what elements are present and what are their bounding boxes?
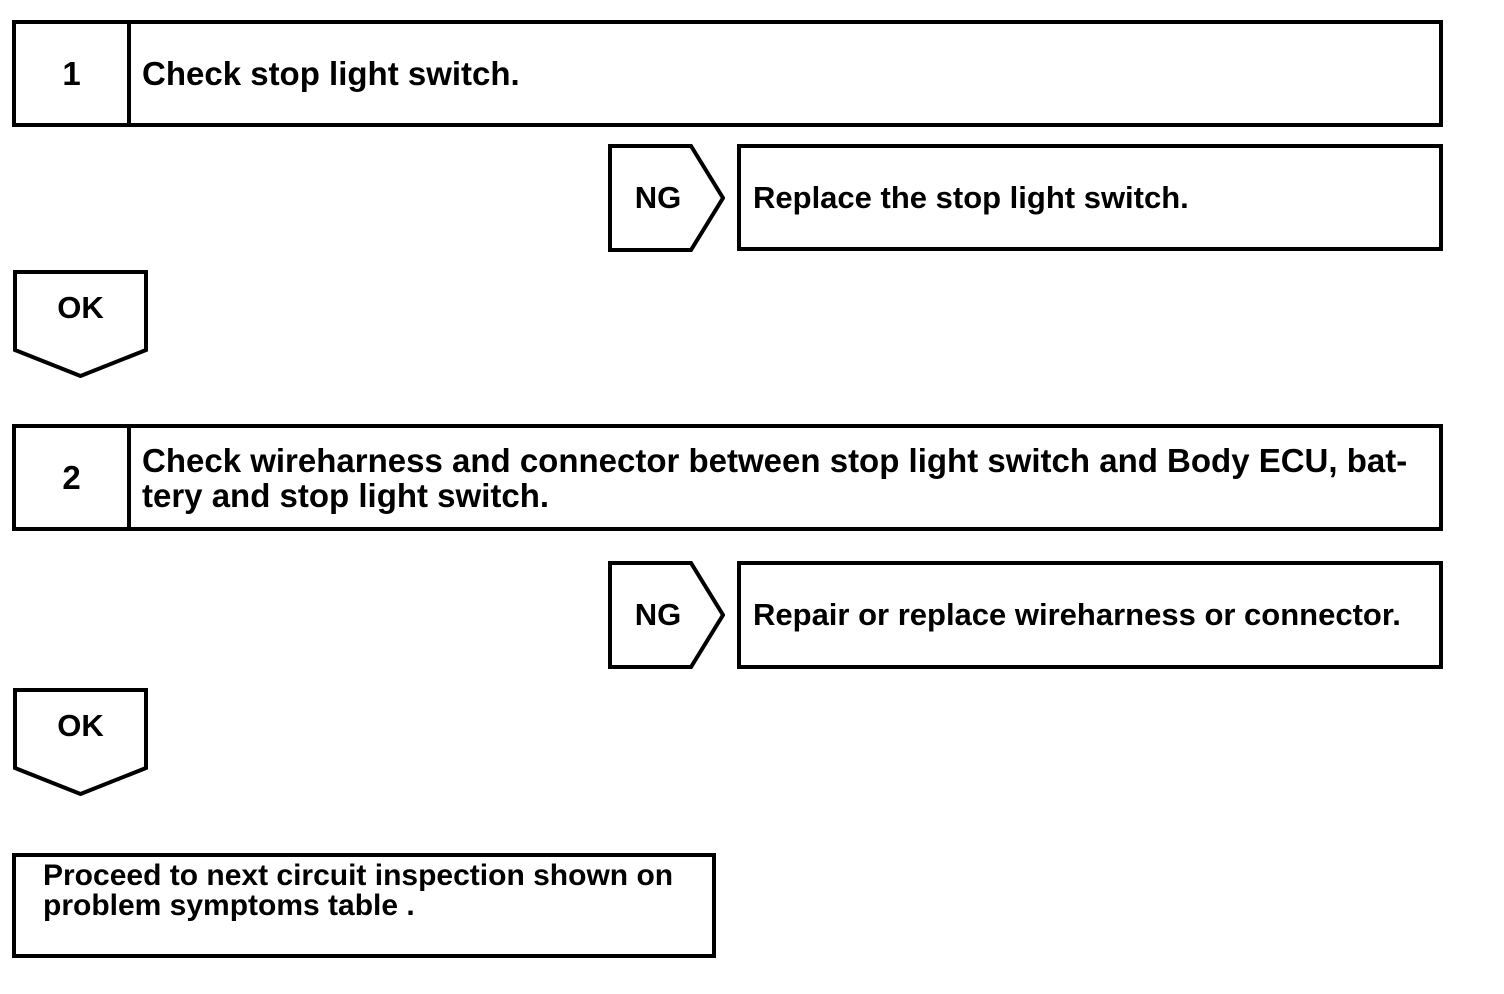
step-2-title-line-2: tery and stop light switch. (142, 476, 550, 514)
ng-label-1: NG (634, 180, 682, 215)
ok-connector-2: OK (13, 688, 148, 796)
ng-connector-2: NG (608, 561, 725, 669)
ng-connector-1: NG (608, 144, 725, 252)
step-2-box: 2 Check wireharness and connector betwee… (12, 424, 1443, 531)
terminal-line-1: Proceed to next circuit inspection shown… (43, 859, 674, 892)
ok-label-1: OK (57, 290, 104, 325)
ng-arrow-icon (608, 144, 725, 252)
ng-label-2: NG (634, 597, 682, 632)
ok-connector-1: OK (13, 270, 148, 378)
step-1-number: 1 (16, 24, 131, 123)
terminal-box: Proceed to next circuit inspection shown… (12, 853, 716, 958)
step-1-box: 1 Check stop light switch. (12, 20, 1443, 127)
step-2-number: 2 (16, 428, 131, 527)
step-1-title: Check stop light switch. (131, 24, 1439, 123)
step-2-title: Check wireharness and connector between … (131, 428, 1439, 527)
ng-result-2-box: Repair or replace wireharness or connect… (737, 561, 1443, 669)
ng-arrow-icon (608, 561, 725, 669)
ng-result-1-box: Replace the stop light switch. (737, 144, 1443, 251)
ng-result-2-text: Repair or replace wireharness or connect… (753, 597, 1401, 632)
terminal-line-2: problem symptoms table . (43, 889, 415, 922)
ok-arrow-icon (13, 688, 148, 796)
ng-result-1-text: Replace the stop light switch. (753, 179, 1189, 215)
ok-arrow-icon (13, 270, 148, 378)
step-1-title-line-1: Check stop light switch. (142, 55, 520, 92)
ok-label-2: OK (57, 708, 104, 743)
step-2-title-line-1: Check wireharness and connector between … (142, 441, 1408, 479)
